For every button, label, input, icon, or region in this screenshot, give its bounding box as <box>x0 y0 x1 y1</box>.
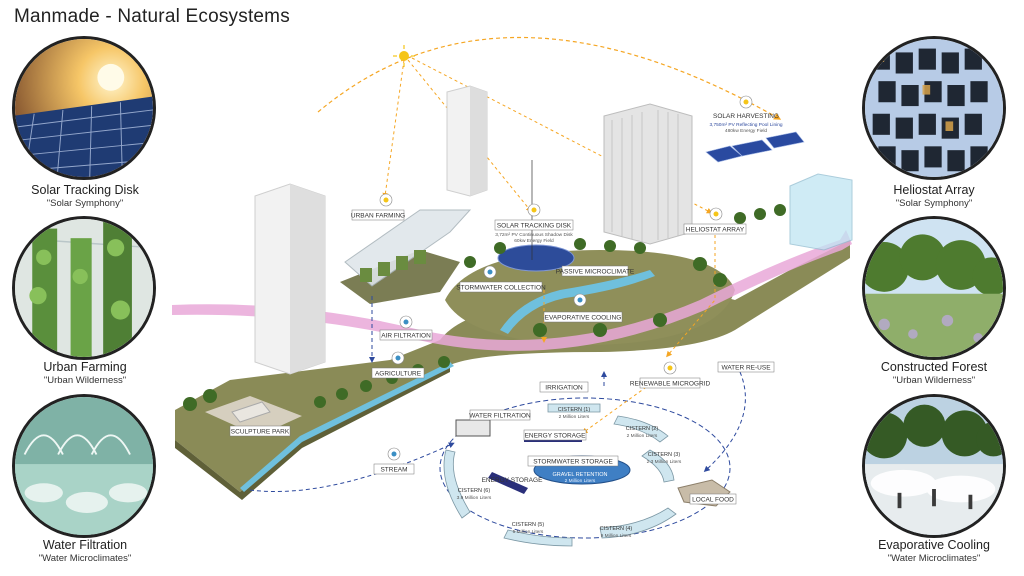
label-cistern-2-sub: 2 Million Liters <box>627 433 658 439</box>
water-filtration-photo <box>12 394 156 538</box>
label-solar-tracking-disk-sub2: 60kw Energy Field <box>514 238 554 244</box>
label-cistern-1: CISTERN (1) <box>558 407 591 413</box>
caption-title: Constructed Forest <box>880 360 988 374</box>
label-renewable-microgrid: RENEWABLE MICROGRID <box>630 381 711 388</box>
label-gravel-retention: GRAVEL RETENTION <box>552 472 607 478</box>
water-filtration-unit <box>455 419 491 437</box>
label-solar-harvesting-sub2: 480kw Energy Field <box>725 128 767 134</box>
label-solar-tracking-disk: SOLAR TRACKING DISK <box>497 223 572 230</box>
label-cistern-3-sub: 2.3 Million Liters <box>647 459 682 465</box>
heliostat-panels <box>705 131 805 163</box>
label-cistern-5: CISTERN (5) <box>512 522 545 528</box>
label-urban-farming: URBAN FARMING <box>351 213 405 220</box>
tower-middle <box>446 85 488 197</box>
heliostat-array-photo <box>862 36 1006 180</box>
label-cistern-2: CISTERN (2) <box>626 426 659 432</box>
caption-urban-farming: Urban Farming "Urban Wilderness" <box>0 360 170 387</box>
lower-stream <box>240 362 454 492</box>
caption-title: Urban Farming <box>43 360 127 374</box>
caption-subtitle: "Water Microclimates" <box>38 553 132 564</box>
label-evaporative-cooling: EVAPORATIVE COOLING <box>545 315 622 322</box>
cistern-segments <box>443 403 677 547</box>
caption-subtitle: "Solar Symphony" <box>895 198 973 209</box>
tower-left <box>254 183 326 375</box>
caption-heliostat-array: Heliostat Array "Solar Symphony" <box>849 183 1019 210</box>
water-flow-lines <box>249 296 746 492</box>
energy-storage-battery-2 <box>488 472 528 494</box>
label-irrigation: IRRIGATION <box>545 385 583 392</box>
label-solar-harvesting: SOLAR HARVESTING <box>713 113 779 120</box>
label-cistern-6-sub: 3.9 Million Liters <box>457 495 492 501</box>
label-stream: STREAM <box>380 467 407 474</box>
label-stormwater-storage: STORMWATER STORAGE <box>533 459 613 466</box>
caption-title: Evaporative Cooling <box>878 538 990 552</box>
label-gravel-retention-sub: 2 Million Liters <box>565 478 596 484</box>
label-cistern-5-sub: 5 Million Liters <box>513 529 544 535</box>
label-cistern-4: CISTERN (4) <box>600 526 633 532</box>
caption-title: Heliostat Array <box>893 183 975 197</box>
caption-subtitle: "Urban Wilderness" <box>892 375 976 386</box>
evaporative-cooling-photo <box>862 394 1006 538</box>
caption-solar-tracking-disk: Solar Tracking Disk "Solar Symphony" <box>0 183 170 210</box>
label-water-filtration: WATER FILTRATION <box>469 413 531 420</box>
label-sculpture-park: SCULPTURE PARK <box>231 429 290 436</box>
page-title: Manmade - Natural Ecosystems <box>14 6 290 27</box>
caption-constructed-forest: Constructed Forest "Urban Wilderness" <box>849 360 1019 387</box>
storage-ring <box>439 397 731 539</box>
caption-evaporative-cooling: Evaporative Cooling "Water Microclimates… <box>849 538 1019 565</box>
label-solar-harvesting-sub: 3,750m² PV Reflecting Pool Lining <box>709 122 782 128</box>
label-agriculture: AGRICULTURE <box>375 371 422 378</box>
sun-path-arc <box>317 36 782 120</box>
glass-panel <box>789 173 853 251</box>
caption-subtitle: "Urban Wilderness" <box>43 375 127 386</box>
caption-title: Solar Tracking Disk <box>31 183 139 197</box>
label-cistern-6: CISTERN (6) <box>458 488 491 494</box>
solar-tracking-disk <box>497 244 575 272</box>
urban-farming-greenhouse <box>340 209 472 304</box>
label-water-reuse: WATER RE-USE <box>721 365 771 372</box>
label-cistern-1-sub: 2 Million Liters <box>559 414 590 420</box>
label-local-food: LOCAL FOOD <box>692 497 734 504</box>
label-energy-storage: ENERGY STORAGE <box>525 433 586 440</box>
caption-subtitle: "Solar Symphony" <box>46 198 124 209</box>
label-energy-storage-2: ENERGY STORAGE <box>482 477 543 484</box>
constructed-forest-photo <box>862 216 1006 360</box>
caption-subtitle: "Water Microclimates" <box>887 553 981 564</box>
air-flow-band <box>172 230 852 351</box>
caption-title: Water Filtration <box>42 538 128 552</box>
label-cistern-3: CISTERN (3) <box>648 452 681 458</box>
label-stormwater-collection: STORMWATER COLLECTION <box>456 285 546 292</box>
urban-farming-photo <box>12 216 156 360</box>
label-cistern-4-sub: 9 Million Liters <box>601 533 632 539</box>
label-solar-tracking-disk-sub: 3,72m² PV Continuous Shadow Disk <box>495 232 573 238</box>
caption-water-filtration: Water Filtration "Water Microclimates" <box>0 538 170 565</box>
sun-icon <box>393 45 415 67</box>
label-air-filtration: AIR FILTRATION <box>381 333 431 340</box>
label-passive-microclimate: PASSIVE MICROCLIMATE <box>556 269 635 276</box>
label-heliostat-array: HELIOSTAT ARRAY <box>686 227 745 234</box>
central-stream <box>500 270 655 334</box>
tower-right <box>603 103 693 245</box>
